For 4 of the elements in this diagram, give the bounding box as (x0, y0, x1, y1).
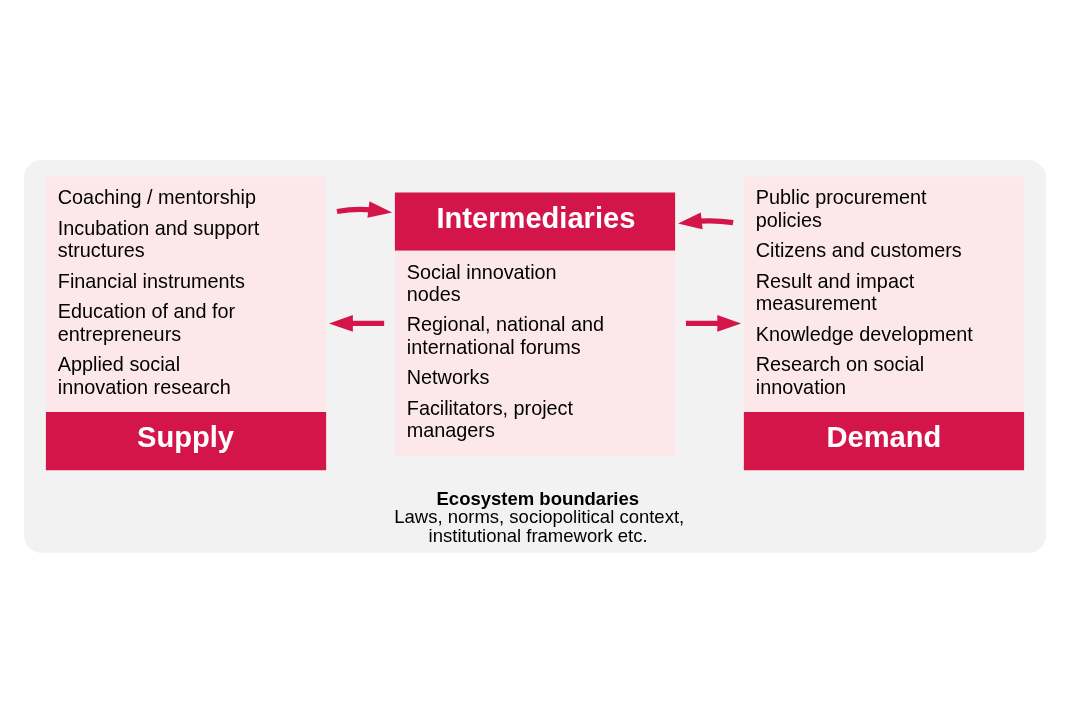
arrow (685, 315, 742, 332)
arrow (329, 315, 385, 332)
arrow (336, 201, 393, 218)
arrow (678, 212, 734, 230)
